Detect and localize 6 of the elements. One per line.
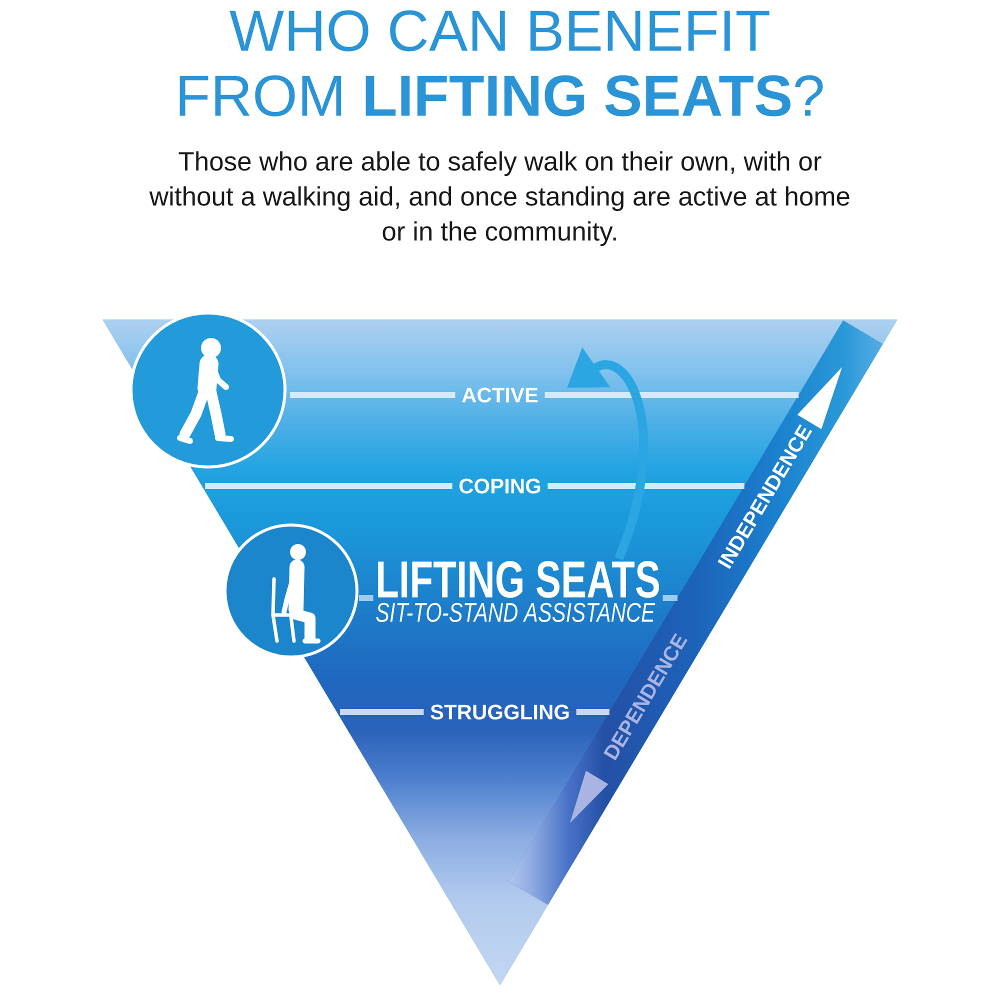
title: WHO CAN BENEFIT FROM LIFTING SEATS? bbox=[180, 10, 823, 116]
subtitle: Those who are able to safely walk on their own, with or without a walking aid, and once standing are active at home or in the community. bbox=[149, 151, 850, 246]
level-label: STRUGGLING bbox=[430, 704, 569, 720]
level-label: COPING bbox=[459, 478, 540, 494]
level-heading: LIFTING SEATS SIT-TO-STAND ASSISTANCE bbox=[376, 561, 660, 622]
level-label: ACTIVE bbox=[462, 388, 538, 402]
